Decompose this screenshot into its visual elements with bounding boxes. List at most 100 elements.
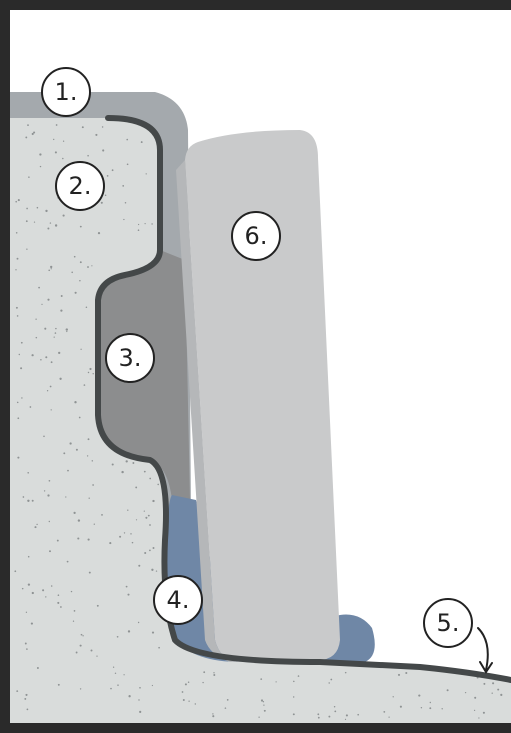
- speckle-dot: [74, 401, 76, 403]
- speckle-dot: [146, 173, 147, 174]
- speckle-dot: [47, 494, 49, 496]
- speckle-dot: [139, 711, 141, 713]
- speckle-dot: [126, 139, 128, 141]
- speckle-dot: [26, 648, 28, 650]
- speckle-dot: [55, 332, 57, 334]
- speckle-dot: [26, 249, 27, 250]
- speckle-dot: [112, 169, 114, 171]
- speckle-dot: [41, 304, 42, 305]
- speckle-dot: [213, 672, 214, 673]
- speckle-dot: [32, 592, 34, 594]
- speckle-dot: [97, 605, 99, 607]
- speckle-dot: [49, 521, 50, 522]
- speckle-dot: [293, 696, 294, 697]
- speckle-dot: [102, 149, 104, 151]
- speckle-dot: [58, 594, 60, 596]
- speckle-dot: [51, 585, 53, 587]
- speckle-dot: [138, 229, 140, 231]
- speckle-dot: [69, 442, 71, 444]
- speckle-dot: [31, 354, 33, 356]
- speckle-dot: [126, 586, 128, 588]
- speckle-dot: [95, 134, 97, 136]
- speckle-dot: [66, 328, 68, 330]
- speckle-dot: [26, 612, 27, 613]
- speckle-dot: [127, 594, 129, 596]
- speckle-dot: [151, 569, 153, 571]
- speckle-dot: [45, 356, 47, 358]
- speckle-dot: [47, 390, 48, 391]
- speckle-dot: [14, 570, 16, 572]
- label-4-text: 4.: [167, 586, 190, 614]
- speckle-dot: [334, 711, 336, 713]
- speckle-dot: [483, 712, 485, 714]
- speckle-dot: [58, 352, 60, 354]
- speckle-dot: [212, 715, 214, 717]
- speckle-dot: [51, 361, 53, 363]
- speckle-dot: [132, 462, 134, 464]
- label-2-text: 2.: [69, 172, 92, 200]
- speckle-dot: [345, 672, 347, 674]
- speckle-dot: [421, 707, 422, 708]
- speckle-dot: [79, 417, 81, 419]
- speckle-dot: [152, 632, 154, 634]
- speckle-dot: [121, 471, 123, 473]
- speckle-dot: [23, 496, 25, 498]
- speckle-dot: [53, 139, 54, 140]
- speckle-dot: [76, 449, 78, 451]
- speckle-dot: [74, 256, 76, 258]
- speckle-dot: [119, 536, 121, 538]
- speckle-dot: [87, 455, 88, 456]
- speckle-dot: [47, 299, 49, 301]
- speckle-dot: [86, 306, 88, 308]
- speckle-dot: [17, 315, 19, 317]
- speckle-dot: [56, 124, 58, 126]
- speckle-dot: [122, 185, 124, 187]
- speckle-dot: [16, 232, 18, 234]
- speckle-dot: [393, 696, 394, 697]
- speckle-dot: [261, 699, 263, 701]
- speckle-dot: [67, 470, 69, 472]
- speckle-dot: [112, 463, 114, 465]
- speckle-dot: [383, 711, 385, 713]
- speckle-dot: [225, 707, 227, 709]
- speckle-dot: [60, 310, 62, 312]
- speckle-dot: [34, 222, 35, 223]
- speckle-dot: [27, 124, 29, 126]
- speckle-dot: [54, 336, 55, 337]
- speckle-dot: [75, 292, 77, 294]
- speckle-dot: [357, 714, 359, 716]
- label-1-text: 1.: [55, 78, 78, 106]
- speckle-dot: [25, 136, 27, 138]
- speckle-dot: [139, 687, 141, 689]
- speckle-dot: [334, 706, 335, 707]
- speckle-dot: [213, 674, 215, 676]
- speckle-dot: [138, 622, 139, 623]
- speckle-dot: [80, 349, 81, 350]
- speckle-dot: [76, 652, 78, 654]
- speckle-dot: [48, 269, 50, 271]
- speckle-dot: [34, 526, 36, 528]
- speckle-dot: [89, 572, 91, 574]
- speckle-dot: [276, 681, 277, 682]
- speckle-dot: [492, 693, 493, 694]
- speckle-dot: [15, 269, 16, 270]
- speckle-dot: [156, 570, 157, 571]
- speckle-dot: [126, 460, 128, 462]
- speckle-dot: [130, 533, 131, 534]
- speckle-dot: [36, 337, 38, 339]
- label-2: 2.: [56, 162, 104, 210]
- speckle-dot: [87, 266, 89, 268]
- speckle-dot: [55, 328, 56, 329]
- speckle-dot: [24, 698, 26, 700]
- speckle-dot: [264, 710, 266, 712]
- speckle-dot: [28, 583, 30, 585]
- speckle-dot: [293, 681, 295, 683]
- speckle-dot: [16, 690, 18, 692]
- speckle-dot: [263, 701, 264, 702]
- speckle-dot: [98, 232, 100, 234]
- speckle-dot: [117, 684, 119, 686]
- speckle-dot: [144, 511, 145, 512]
- speckle-dot: [158, 647, 160, 649]
- speckle-dot: [57, 540, 59, 542]
- speckle-dot: [441, 708, 442, 709]
